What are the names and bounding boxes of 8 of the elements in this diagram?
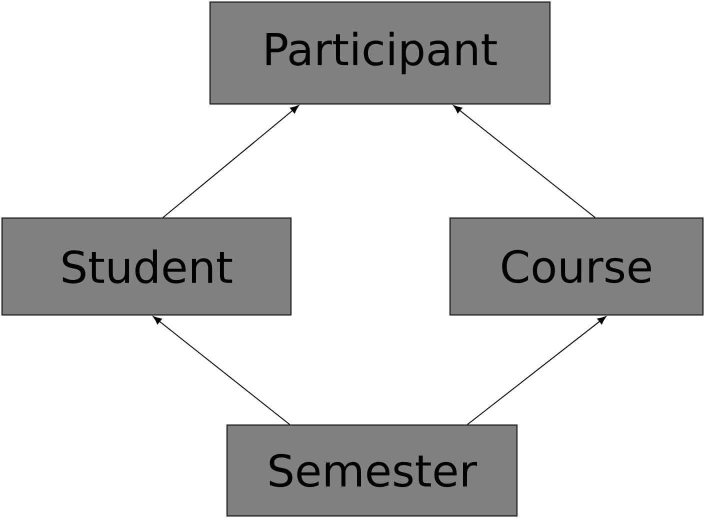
arrow bbox=[466, 316, 606, 425]
arrow bbox=[153, 316, 290, 425]
entity-box: Semester bbox=[226, 424, 518, 516]
entity-box: Student bbox=[2, 217, 292, 316]
arrow bbox=[453, 105, 596, 218]
arrow bbox=[162, 105, 299, 218]
entity-box: Course bbox=[450, 217, 704, 316]
entity-box: Participant bbox=[210, 2, 550, 104]
